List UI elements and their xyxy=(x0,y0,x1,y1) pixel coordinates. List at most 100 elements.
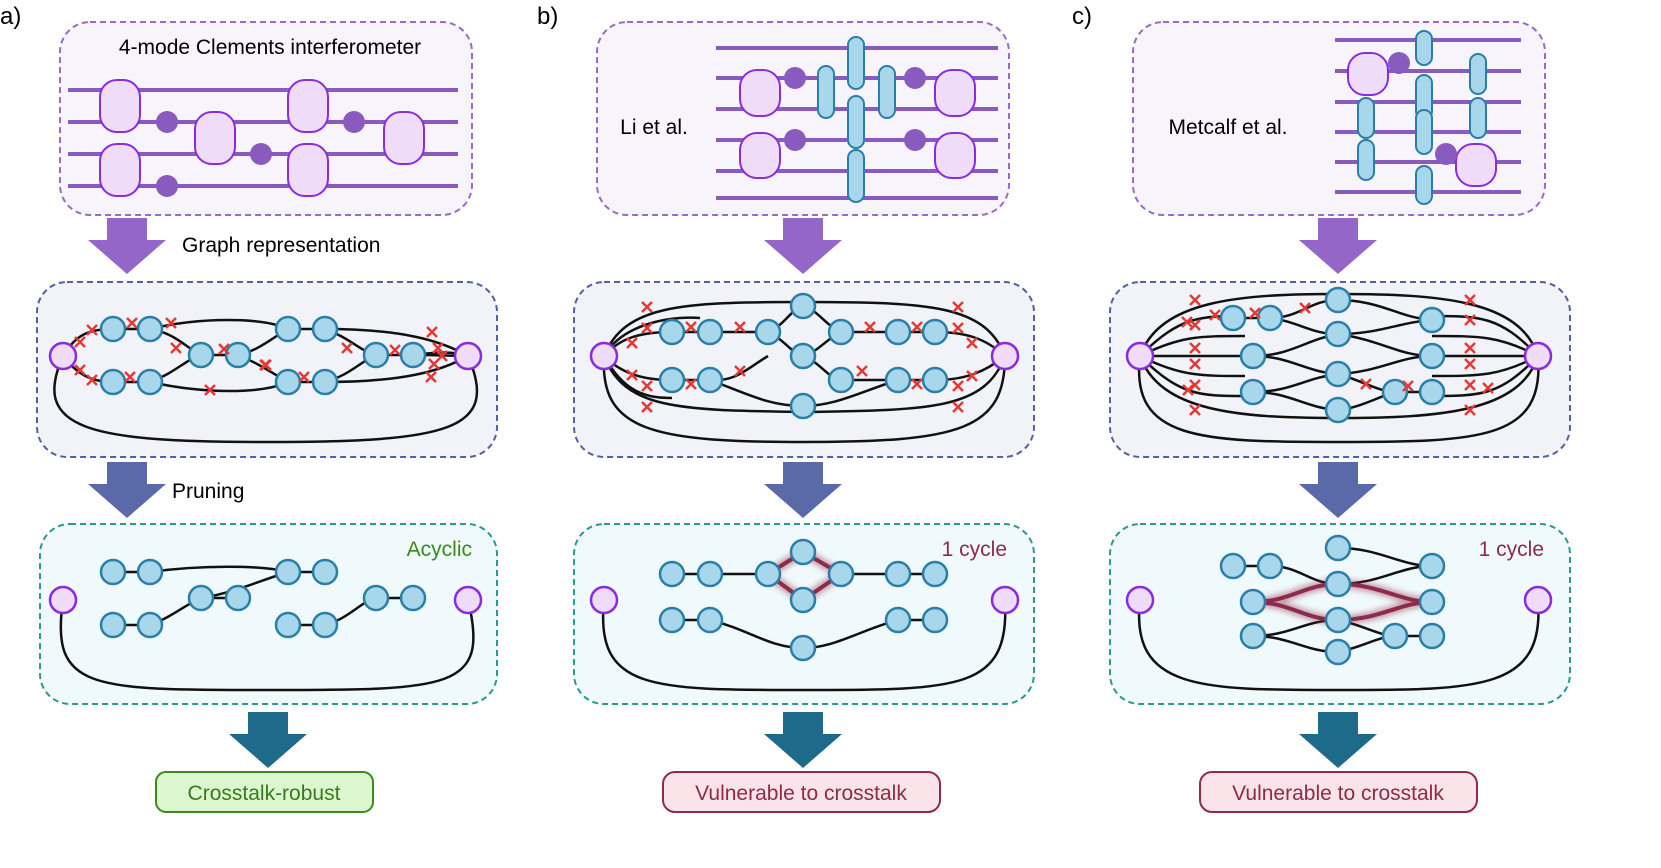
graph-edge xyxy=(601,599,1007,692)
graph-node xyxy=(1219,304,1247,332)
arrow-graph-c xyxy=(1299,218,1377,274)
cross-mark xyxy=(911,321,923,333)
cross-mark xyxy=(1189,358,1201,370)
graph-c xyxy=(1125,286,1553,444)
graph-node xyxy=(99,368,127,396)
interferometer-box-a xyxy=(59,21,473,216)
cross-mark xyxy=(1482,382,1494,394)
panel-c: c) Metcalf et al. 1 cycle Vulnerable to … xyxy=(1072,3,1571,813)
graph-node xyxy=(1324,570,1352,598)
result-label-b: Vulnerable to crosstalk xyxy=(695,782,907,805)
cross-mark xyxy=(298,371,310,383)
pruning-label-a: Pruning xyxy=(172,480,244,503)
coupler-icon xyxy=(934,132,976,179)
cross-mark xyxy=(1189,319,1201,331)
terminal-node xyxy=(1523,585,1553,615)
phase-shifter-icon xyxy=(784,67,806,89)
graph-node xyxy=(1324,320,1352,348)
graph-node xyxy=(1256,552,1284,580)
cross-mark xyxy=(1181,316,1193,328)
graph-node xyxy=(99,315,127,343)
arrow-graph-a xyxy=(88,218,166,274)
graph-node xyxy=(274,368,302,396)
graph-node xyxy=(1324,638,1352,666)
cross-mark xyxy=(734,321,746,333)
status-label-b: 1 cycle xyxy=(942,538,1007,561)
arrow-graph-b xyxy=(764,218,842,274)
result-badge-b xyxy=(662,771,941,813)
graph-node xyxy=(136,315,164,343)
graph-node xyxy=(136,368,164,396)
cross-mark xyxy=(428,358,440,370)
arrow-pruning-b xyxy=(764,462,842,518)
cross-mark xyxy=(734,365,746,377)
graph-node xyxy=(362,341,390,369)
cross-mark xyxy=(626,337,638,349)
graph-node xyxy=(99,558,127,586)
cross-mark xyxy=(641,322,653,334)
cross-mark xyxy=(641,380,653,392)
graph-node xyxy=(399,341,427,369)
graph-node xyxy=(696,606,724,634)
pill-shifter-icon xyxy=(1357,97,1375,139)
graph-node xyxy=(754,318,782,346)
terminal-node xyxy=(1125,341,1155,371)
terminal-node xyxy=(1125,585,1155,615)
terminal-node xyxy=(48,341,78,371)
graph-node xyxy=(1418,588,1446,616)
circuit-c xyxy=(1335,30,1521,205)
terminal-node xyxy=(453,585,483,615)
cross-mark xyxy=(1464,294,1476,306)
pill-shifter-icon xyxy=(1415,109,1433,155)
graph-node xyxy=(884,560,912,588)
cross-mark xyxy=(1182,384,1194,396)
graph-node xyxy=(789,292,817,320)
pill-shifter-icon xyxy=(1357,139,1375,181)
graph-node xyxy=(1418,378,1446,406)
graph-node xyxy=(1324,534,1352,562)
graph-node xyxy=(1418,622,1446,650)
graph-edge xyxy=(59,599,475,692)
graph-node xyxy=(187,341,215,369)
pruned-graph-b xyxy=(589,538,1020,692)
cross-mark xyxy=(126,317,138,329)
phase-shifter-icon xyxy=(784,129,806,151)
cross-mark xyxy=(966,337,978,349)
cross-mark xyxy=(86,374,98,386)
graph-node xyxy=(827,366,855,394)
cross-mark xyxy=(952,380,964,392)
graph-node xyxy=(224,341,252,369)
phase-shifter-icon xyxy=(156,111,178,133)
pill-shifter-icon xyxy=(817,65,835,119)
graph-label-a: Graph representation xyxy=(182,234,380,257)
pill-shifter-icon xyxy=(847,36,865,90)
graph-node xyxy=(827,318,855,346)
header-label-b: Li et al. xyxy=(620,116,688,139)
cross-mark xyxy=(1209,309,1221,321)
graph-node xyxy=(1256,304,1284,332)
cross-mark xyxy=(1360,378,1372,390)
panel-b: b) Li et al. 1 cycle Vulnerable to cross… xyxy=(537,3,1035,813)
pill-shifter-icon xyxy=(847,95,865,149)
cross-mark xyxy=(626,369,638,381)
coupler-icon xyxy=(99,79,141,133)
cross-mark xyxy=(1189,294,1201,306)
arrow-result-a xyxy=(229,712,307,768)
pill-shifter-icon xyxy=(1415,165,1433,205)
graph-node xyxy=(696,560,724,588)
cross-mark xyxy=(685,321,697,333)
cross-mark xyxy=(864,321,876,333)
terminal-node xyxy=(589,585,619,615)
result-badge-a xyxy=(155,771,374,813)
graph-node xyxy=(789,342,817,370)
graph-node xyxy=(1239,622,1267,650)
graph-a xyxy=(48,315,483,444)
header-label-a: 4-mode Clements interferometer xyxy=(119,36,421,59)
status-label-a: Acyclic xyxy=(407,538,472,561)
coupler-icon xyxy=(934,69,976,117)
interferometer-box-b xyxy=(596,21,1010,216)
graph-node xyxy=(1219,552,1247,580)
result-label-c: Vulnerable to crosstalk xyxy=(1232,782,1444,805)
coupler-icon xyxy=(739,132,781,179)
